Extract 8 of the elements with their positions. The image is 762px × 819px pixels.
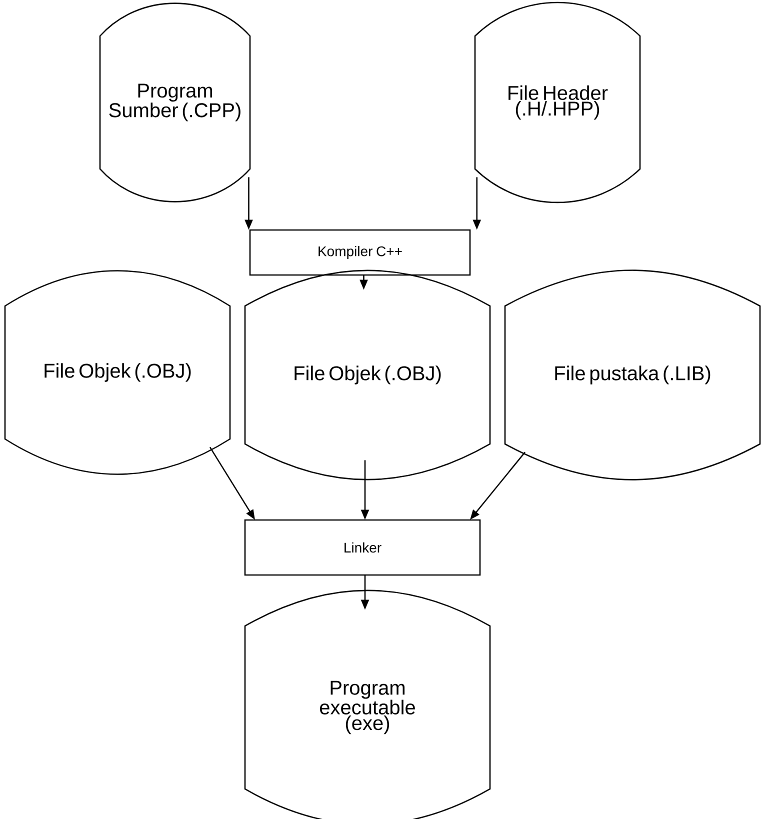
storage-drum: File Header (.H/.HPP) [474, 2, 641, 204]
process-box: Kompiler C++ [249, 229, 471, 276]
storage-drum: Program executable (exe) [244, 590, 491, 819]
storage-drum: Program Sumber (.CPP) [99, 2, 251, 202]
storage-drum: File pustaka (.LIB) [504, 270, 761, 480]
storage-drum: File Objek (.OBJ) [244, 270, 491, 480]
storage-drum: File Objek (.OBJ) [4, 270, 231, 475]
process-box: Linker [244, 519, 481, 576]
